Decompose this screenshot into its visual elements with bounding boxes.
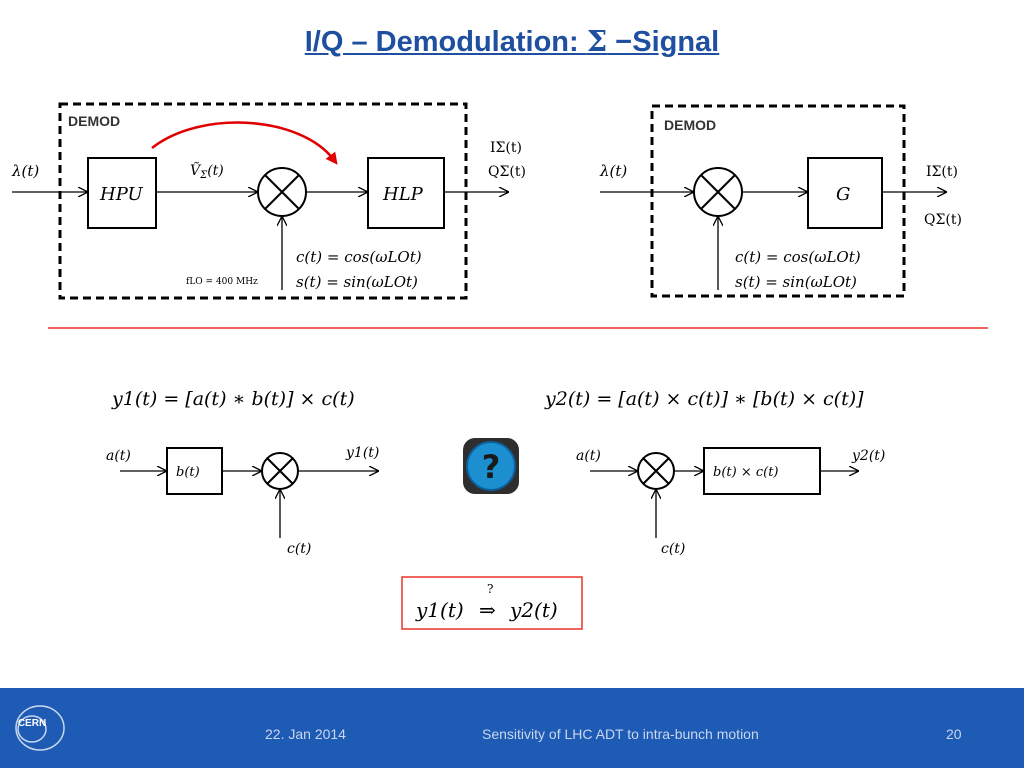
question-lhs: y1(t): [415, 598, 464, 622]
right-demod-label: DEMOD: [664, 117, 716, 133]
eq1-text: y1(t) = [a(t) ∗ b(t)] × c(t): [111, 388, 355, 410]
left-mixer-icon: [257, 167, 307, 217]
diagram-canvas: DEMOD λ(t) HPU ṼΣ(t) HLP IΣ(t) QΣ(t) c(t…: [11, 102, 988, 630]
g-label: G: [836, 184, 850, 205]
footer-page-number: 20: [946, 726, 962, 742]
left-c-equation: c(t) = cos(ωLOt): [296, 248, 422, 266]
eq2-output-label: y2(t): [851, 448, 885, 464]
left-demod-label: DEMOD: [68, 113, 120, 129]
left-out-q: QΣ(t): [488, 164, 526, 180]
eq1-b-label: b(t): [176, 465, 200, 480]
title-main: I/Q – Demodulation:: [304, 26, 587, 58]
right-c-equation: c(t) = cos(ωLOt): [735, 248, 861, 266]
question-arrow: ⇒: [479, 598, 496, 622]
hlp-label: HLP: [382, 184, 424, 205]
eq2-input-label: a(t): [576, 448, 601, 464]
eq2-text: y2(t) = [a(t) × c(t)] ∗ [b(t) × c(t)]: [544, 388, 864, 410]
left-out-i: IΣ(t): [490, 140, 522, 156]
eq1-input-label: a(t): [106, 448, 131, 464]
eq1-output-label: y1(t): [345, 445, 379, 461]
left-input-label: λ(t): [11, 162, 39, 180]
eq1-diagram: y1(t) = [a(t) ∗ b(t)] × c(t) a(t) b(t) y…: [106, 388, 379, 557]
title-sigma: Σ: [586, 24, 608, 58]
right-demod-diagram: DEMOD λ(t) G IΣ(t) QΣ(t) c(t) = cos(ωLOt…: [599, 104, 962, 298]
right-s-equation: s(t) = sin(ωLOt): [735, 273, 857, 291]
svg-text:CERN: CERN: [18, 718, 46, 729]
right-out-q: QΣ(t): [924, 212, 962, 228]
title-rest: −Signal: [607, 26, 720, 58]
footer-date: 22. Jan 2014: [265, 726, 346, 742]
slide-title: I/Q – Demodulation: Σ −Signal: [0, 24, 1024, 59]
right-input-label: λ(t): [599, 162, 627, 180]
question-rhs: y2(t): [509, 598, 558, 622]
left-s-equation: s(t) = sin(ωLOt): [296, 273, 418, 291]
eq2-bc-block: [703, 447, 821, 495]
left-demod-frame: [58, 102, 468, 300]
eq1-lo-label: c(t): [287, 541, 311, 557]
cern-logo: CERN: [15, 705, 65, 751]
footer-title: Sensitivity of LHC ADT to intra-bunch mo…: [482, 726, 759, 742]
vsigma-label: ṼΣ(t): [190, 161, 224, 181]
eq2-lo-label: c(t): [661, 541, 685, 557]
right-out-i: IΣ(t): [926, 164, 958, 180]
eq1-mixer-icon: [261, 452, 299, 490]
right-mixer-icon: [693, 167, 743, 217]
eq2-bc-label: b(t) × c(t): [713, 465, 779, 480]
hlp-block: [367, 157, 445, 229]
question-box: ? y1(t) ⇒ y2(t): [401, 576, 583, 630]
left-demod-diagram: DEMOD λ(t) HPU ṼΣ(t) HLP IΣ(t) QΣ(t) c(t…: [11, 102, 526, 300]
flo-note: fLO = 400 MHz: [186, 277, 258, 287]
hpu-label: HPU: [99, 184, 143, 205]
red-curved-arrow: [151, 121, 338, 165]
footer-bar: CERN 22. Jan 2014 Sensitivity of LHC ADT…: [0, 688, 1024, 768]
eq2-mixer-icon: [637, 452, 675, 490]
g-block: [807, 157, 883, 229]
question-symbol: ?: [482, 448, 501, 486]
eq2-diagram: y2(t) = [a(t) × c(t)] ∗ [b(t) × c(t)] a(…: [544, 388, 885, 557]
question-over-mark: ?: [487, 582, 493, 596]
hpu-block: [87, 157, 157, 229]
eq1-b-block: [166, 447, 223, 495]
question-icon: ?: [463, 438, 519, 494]
